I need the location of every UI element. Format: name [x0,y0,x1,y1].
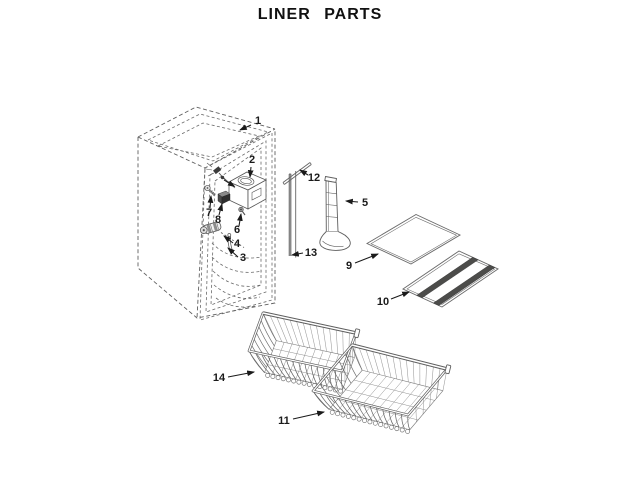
harness-connector [213,166,222,175]
air-tower-part-5 [319,175,351,251]
leader-arrow-1 [239,124,252,131]
part-label-11: 11 [278,415,290,427]
part-label-13: 13 [305,247,317,259]
basket-part-14 [247,311,361,394]
part-label-4: 4 [234,238,241,250]
part-label-6: 6 [234,224,240,236]
trim-rod-part-12 [282,162,312,185]
vented-shelf-part-10 [402,250,499,308]
page-title: LINER PARTS [257,6,383,23]
ice-maker-assembly [205,162,267,210]
leader-arrow-10 [390,291,410,300]
leader-arrow-8 [217,202,223,216]
leader-arrow-3 [227,247,239,258]
leader-arrow-6 [237,212,243,227]
part-label-1: 1 [255,115,261,127]
basket-part-11 [311,343,452,434]
vent-grille-strip [416,257,479,299]
leader-arrow-7 [207,194,214,209]
part-label-9: 9 [346,260,352,272]
part-label-3: 3 [240,252,246,264]
leader-arrow-14 [227,370,256,378]
fastener-part-6 [238,206,246,216]
leader-arrow-2 [247,166,254,179]
glass-shelf-part-9 [365,213,462,265]
tube-part-13 [288,171,297,258]
leader-lines [207,124,410,420]
leader-arrow-5 [344,198,359,205]
cabinet-liner [137,106,276,321]
screw-part-7 [204,184,216,197]
part-label-12: 12 [308,172,320,184]
part-label-10: 10 [377,296,389,308]
part-label-5: 5 [362,197,368,209]
thermostat-part-4 [199,221,222,234]
part-labels: 1 2 3 4 5 6 7 8 9 10 11 12 13 14 [206,115,389,427]
part-label-7: 7 [206,207,212,219]
vent-grille-strip [432,264,496,306]
part-label-14: 14 [213,372,226,384]
leader-arrow-4 [223,235,234,244]
leader-arrow-13 [290,250,304,257]
capillary-tube [220,232,245,248]
part-label-2: 2 [249,154,255,166]
leader-arrow-12 [299,169,309,177]
part-label-8: 8 [215,214,221,226]
clip-part-8 [217,190,231,205]
leader-arrow-9 [354,253,379,264]
leader-arrow-11 [292,410,326,420]
